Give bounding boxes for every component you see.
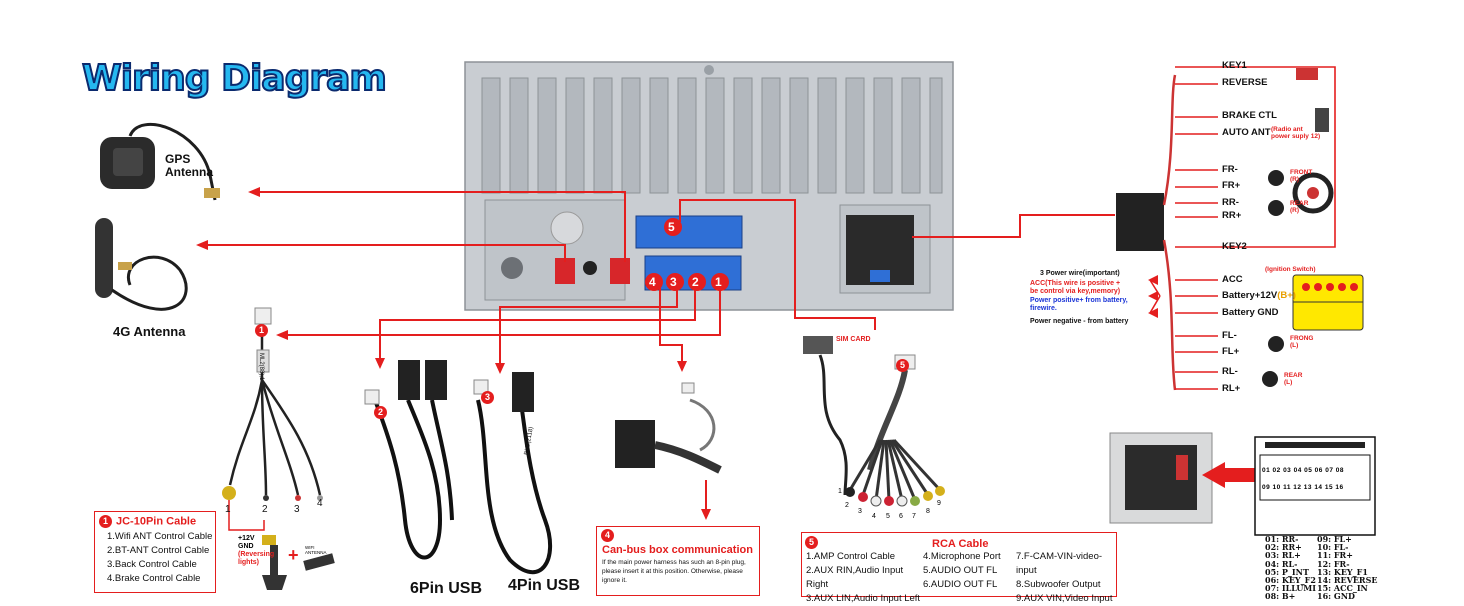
rca-plug-2: 2 — [845, 502, 849, 509]
power-note-3: Power positive+ from battery, firewire. — [1030, 297, 1128, 312]
rca-plug-3: 3 — [858, 508, 862, 515]
jc10-pin-3: 3 — [294, 504, 300, 515]
wire-rl-minus: RL- — [1222, 366, 1238, 377]
wire-acc: ACC — [1222, 274, 1243, 285]
plus-icon: + — [288, 545, 299, 565]
jc10-item: 4.Brake Control Cable — [107, 573, 201, 584]
jc10-pin-2: 2 — [262, 504, 268, 515]
usb4-marker: 3 — [481, 389, 498, 407]
rca-plug-5: 5 — [886, 513, 890, 520]
rca-graphic — [803, 336, 945, 507]
wire-key1: KEY1 — [1222, 60, 1247, 71]
wire-rr-minus: RR- — [1222, 197, 1239, 208]
canbus-info-box: 4 Can-bus box communication If the main … — [596, 526, 760, 596]
wire-rl-plus: RL+ — [1222, 383, 1241, 394]
page-title: Wiring Diagram — [81, 57, 388, 100]
auto-ant-note: (Radio ant power suply 12) — [1271, 126, 1321, 140]
usb6-graphic — [373, 399, 454, 560]
usb4-label: 4Pin USB — [508, 577, 581, 594]
rca-plug-6: 6 — [899, 513, 903, 520]
rca-plug-1: 1 — [838, 488, 842, 495]
ignition-label: (Ignition Switch) — [1265, 266, 1316, 273]
wifi-antenna-label: WIFI ANTENNA — [305, 545, 327, 555]
front-speaker-r-label: FRONT (R) — [1290, 169, 1313, 183]
port-number-5: 5 — [668, 220, 675, 234]
power-note-2: ACC(This wire is positive + be control v… — [1030, 280, 1121, 295]
jc10-marker: 1 — [255, 322, 272, 340]
sim-card-label: SIM CARD — [836, 336, 871, 343]
usb6-marker: 2 — [374, 404, 391, 422]
wire-reverse: REVERSE — [1222, 77, 1268, 88]
port-number-2: 2 — [692, 275, 699, 289]
wire-brake: BRAKE CTL — [1222, 110, 1277, 121]
battery-graphic — [1292, 274, 1364, 331]
wire-auto-ant: AUTO ANT — [1222, 127, 1271, 138]
jc10-item: 2.BT-ANT Control Cable — [107, 545, 210, 556]
jc10-tag: ML2(88),1 — [258, 353, 264, 381]
rca-plug-8: 8 — [926, 508, 930, 515]
port-number-1: 1 — [715, 275, 722, 289]
camera-graphic — [262, 535, 335, 590]
gps-antenna-label: GPS Antenna — [165, 152, 213, 179]
port-number-4: 4 — [649, 275, 656, 289]
jc10-item: 3.Back Control Cable — [107, 559, 197, 570]
steering-wheel-graphic — [1292, 172, 1334, 214]
front-speaker-l-label: FRONG (L) — [1290, 335, 1314, 349]
power-note-4: Power negative - from battery — [1030, 318, 1129, 325]
canbus-title: Can-bus box communication — [602, 544, 753, 556]
rca-plug-9: 9 — [937, 500, 941, 507]
wire-key2: KEY2 — [1222, 241, 1247, 252]
port-number-3: 3 — [670, 275, 677, 289]
rca-plug-4: 4 — [872, 513, 876, 520]
wire-fl-plus: FL+ — [1222, 346, 1240, 357]
jc10-pin-4: 4 — [317, 498, 323, 509]
wire-fr-plus: FR+ — [1222, 180, 1241, 191]
rca-marker: 5 — [896, 357, 913, 375]
gps-antenna-graphic — [100, 123, 220, 201]
wire-rr-plus: RR+ — [1222, 210, 1242, 221]
wire-battery-gnd: Battery GND — [1222, 307, 1279, 318]
jc10-harness-graphic — [228, 325, 322, 496]
canbus-text: If the main power harness has such an 8-… — [602, 559, 746, 584]
4g-antenna-label: 4G Antenna — [113, 324, 186, 339]
jc10-pin-1: 1 — [225, 504, 231, 515]
canbus-graphic — [615, 382, 722, 474]
rca-plug-7: 7 — [912, 513, 916, 520]
usb6-label: 6Pin USB — [410, 580, 483, 597]
rear-speaker-l-label: REAR (L) — [1284, 372, 1303, 386]
pin-row-2: 09 10 11 12 13 14 15 16 — [1262, 484, 1344, 491]
head-unit — [464, 61, 954, 311]
wire-battery-12v: Battery+12V(B+) — [1222, 290, 1296, 301]
camera-notes: +12V GND (Reversing lights) — [238, 535, 275, 566]
rear-speaker-r-label: REAR (R) — [1290, 200, 1309, 214]
wire-fr-minus: FR- — [1222, 164, 1238, 175]
rca-title: RCA Cable — [932, 538, 989, 550]
usb4-graphic — [476, 399, 553, 575]
power-note-1: 3 Power wire(important) — [1040, 270, 1120, 277]
pin-row-1: 01 02 03 04 05 06 07 08 — [1262, 467, 1344, 474]
jc10-item: 1.Wifi ANT Control Cable — [107, 531, 213, 542]
wire-fl-minus: FL- — [1222, 330, 1237, 341]
4g-antenna-graphic — [95, 218, 188, 311]
